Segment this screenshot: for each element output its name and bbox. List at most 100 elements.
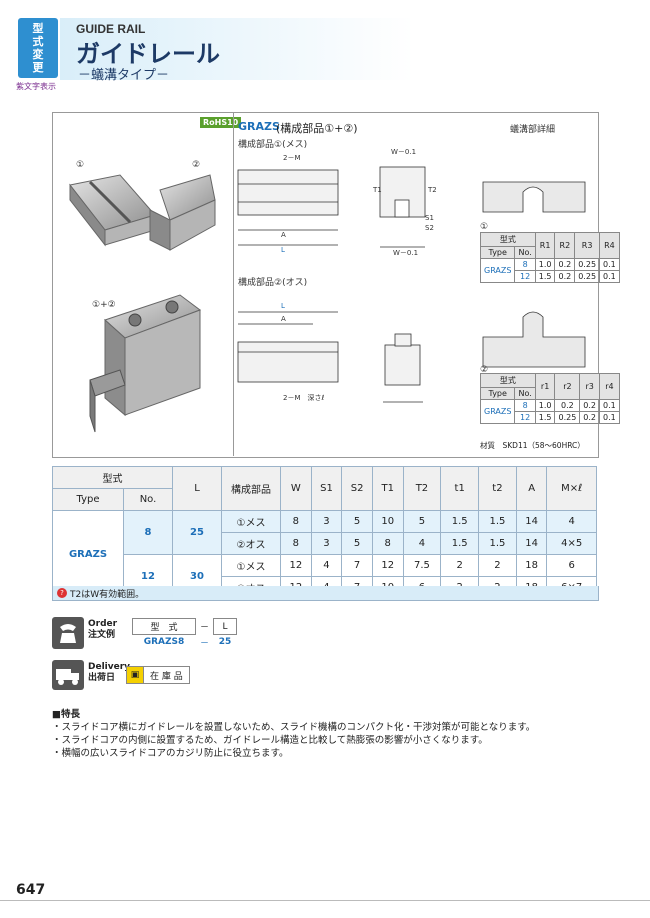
material-note: 材質 SKD11（58～60HRC）: [480, 441, 585, 450]
td: 1.5: [440, 532, 480, 555]
technical-drawing: 2－M A L W－0.1 W－0.1 L A 2－M 深さℓ S1 S2 T2…: [237, 148, 586, 403]
th-col: A: [515, 466, 548, 511]
td: 0.25: [574, 270, 601, 283]
th-col: T2: [402, 466, 442, 511]
th-no: No.: [123, 488, 173, 511]
dim-2m: 2－M: [283, 154, 301, 162]
photo-label-both: ①+②: [92, 300, 116, 310]
td: 8: [280, 532, 312, 555]
th-col: T1: [371, 466, 404, 511]
th: Type: [479, 246, 516, 259]
part2-label: 構成部品②(オス): [238, 278, 308, 288]
order-example-model: GRAZS8: [143, 637, 185, 648]
td: 1.5: [534, 270, 556, 283]
truck-icon: [52, 660, 84, 690]
td-part: ①メス: [221, 554, 281, 577]
td: 4: [310, 554, 343, 577]
td: 10: [371, 510, 404, 533]
stock-badge: ▣ 在 庫 品: [126, 666, 190, 684]
td: 0.2: [554, 399, 581, 412]
td-part: ②オス: [221, 532, 281, 555]
td: 12: [371, 554, 404, 577]
features: ■特長 ・スライドコア横にガイドレールを設置しないため、スライド機構のコンパクト…: [52, 708, 535, 760]
td: 0.1: [599, 411, 620, 424]
td: 1.5: [440, 510, 480, 533]
order-label-en: Order: [88, 619, 118, 629]
page-title: ガイドレール: [76, 40, 220, 68]
th-part: 構成部品: [221, 466, 281, 511]
drawing-title: GRAZS: [238, 120, 280, 133]
order-label-jp: 注文例: [88, 630, 116, 640]
dim-a1: A: [281, 231, 286, 239]
th: r4: [599, 373, 620, 400]
td: 18: [515, 554, 548, 577]
feature-item: ・スライドコア横にガイドレールを設置しないため、スライド機構のコンパクト化・干渉…: [52, 722, 536, 733]
td: 1.5: [534, 411, 556, 424]
th: R3: [574, 232, 601, 259]
rohs-badge: RoHS10: [200, 117, 242, 128]
td: 8: [280, 510, 312, 533]
dim-l1: L: [281, 246, 285, 254]
td: 4×5: [546, 532, 597, 555]
th: r2: [554, 373, 581, 400]
page-number: 647: [16, 882, 46, 898]
phone-icon: [52, 617, 84, 649]
groove-detail-label: 蟻溝部詳細: [510, 125, 556, 135]
order-dash: －: [200, 623, 210, 633]
td: 0.2: [579, 399, 601, 412]
td: 5: [341, 510, 373, 533]
th-col: t1: [440, 466, 480, 511]
td: GRAZS: [479, 258, 516, 283]
td-type: GRAZS: [52, 510, 124, 599]
english-title: GUIDE RAIL: [76, 22, 146, 36]
tab-note: 紫文字表示: [16, 82, 56, 91]
td: 8: [371, 532, 404, 555]
td: 12: [514, 411, 536, 424]
tab-char: 型: [32, 22, 44, 35]
td-no: 8: [123, 510, 173, 555]
td: GRAZS: [479, 399, 516, 424]
product-photo: [69, 174, 216, 433]
detail2-mark: ②: [480, 365, 489, 375]
td: 4: [402, 532, 442, 555]
order-col-l: L: [213, 618, 238, 635]
th: No.: [514, 387, 536, 400]
th: r1: [534, 373, 556, 400]
th-col: t2: [478, 466, 517, 511]
dim-t2: T2: [427, 186, 437, 194]
td: 12: [514, 270, 536, 283]
order-dash: －: [200, 638, 210, 649]
td: 0.2: [554, 270, 576, 283]
detail1-mark: ①: [480, 222, 489, 232]
td: 7.5: [402, 554, 442, 577]
td: 1.5: [478, 510, 517, 533]
tab-char: 変: [32, 48, 44, 61]
feature-item: ・スライドコアの内側に設置するため、ガイドレール構造と比較して熱膨張の影響が小さ…: [52, 735, 488, 746]
td: 4: [546, 510, 597, 533]
drawing-title-suffix: (構成部品①+②): [276, 122, 358, 135]
th: R2: [554, 232, 576, 259]
dim-t1: T1: [372, 186, 382, 194]
th-l: L: [172, 466, 222, 511]
order-label: Order 注文例: [88, 619, 117, 641]
th-col: S2: [341, 466, 373, 511]
td: 0.1: [599, 258, 620, 271]
order-col-model: 型 式: [132, 618, 196, 635]
td: 0.1: [599, 270, 620, 283]
td: 2: [478, 554, 517, 577]
order-example: 型 式 － L GRAZS8 － 25: [132, 618, 238, 650]
th-col: S1: [310, 466, 343, 511]
part1-label: 構成部品①(メス): [238, 140, 308, 150]
td: 7: [341, 554, 373, 577]
th: R4: [599, 232, 620, 259]
td: 1.0: [534, 258, 556, 271]
td: 5: [402, 510, 442, 533]
table-row: GRAZS 8 2 5 ①メス 8 3 5 10 5 1.5 1.5 14 4: [52, 510, 597, 599]
th: No.: [514, 246, 536, 259]
dim-w2: W－0.1: [393, 249, 418, 257]
dim-a2: A: [281, 315, 286, 323]
td: 14: [515, 532, 548, 555]
td: 5: [341, 532, 373, 555]
td: 3: [310, 532, 343, 555]
